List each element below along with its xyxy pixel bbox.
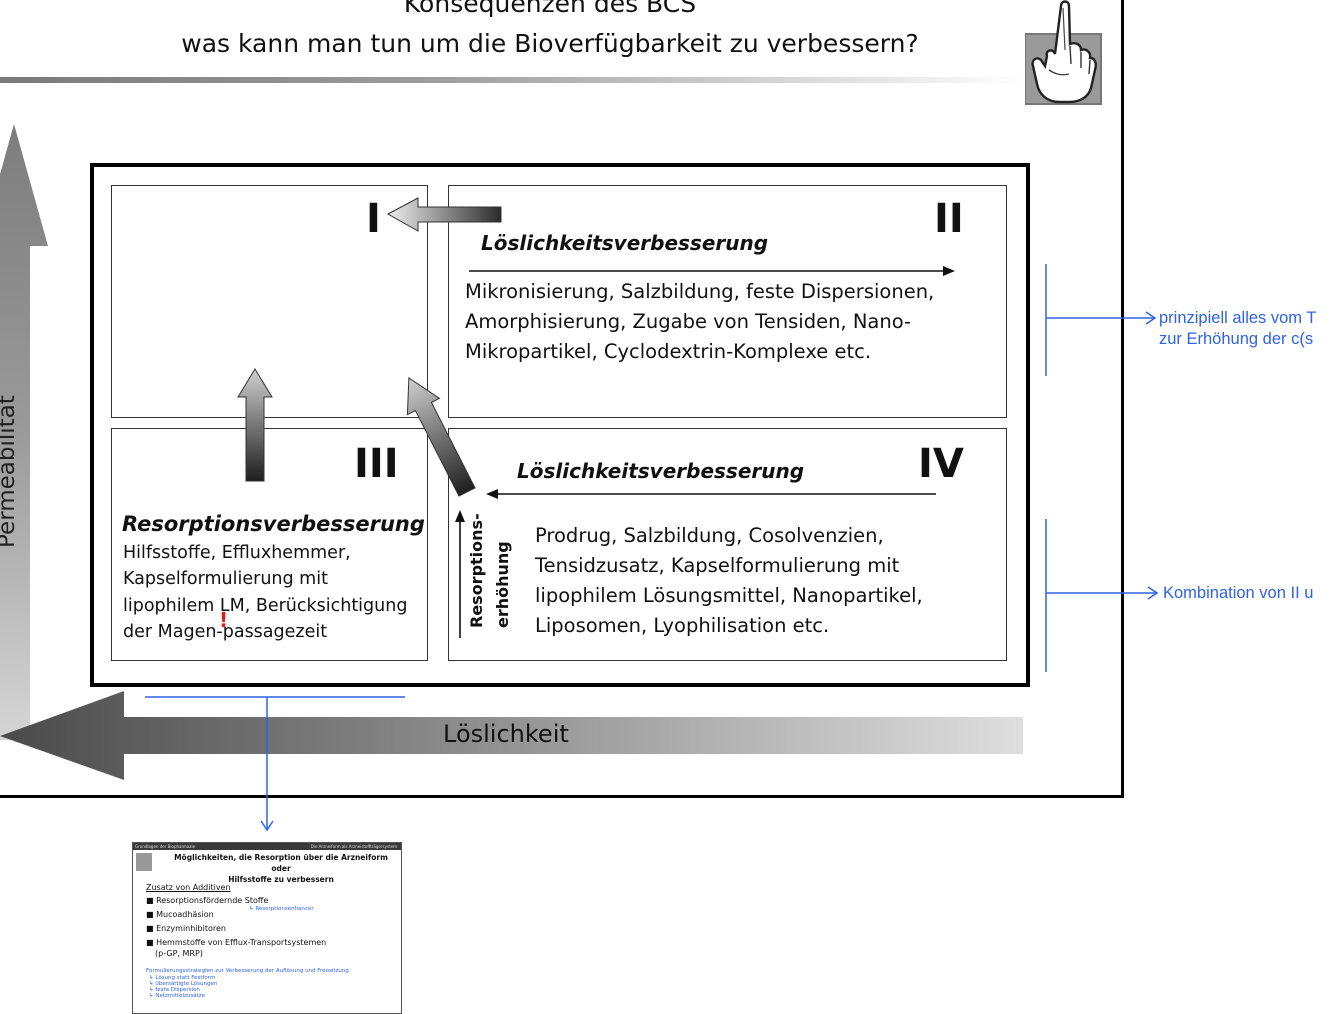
thumbnail-blue-item-2: ↳ übersättigte Lösungen bbox=[149, 981, 218, 987]
class-3-cell bbox=[111, 428, 428, 661]
thumbnail-blue-heading: Formulierungsstrategien zur Verbesserung… bbox=[146, 968, 349, 974]
title-underline bbox=[0, 77, 1030, 83]
arrow-class4-to-class1 bbox=[406, 377, 476, 497]
class-2-line-1: Mikronisierung, Salzbildung, feste Dispe… bbox=[465, 280, 935, 303]
thumbnail-item-3: ■ Enzyminhibitoren bbox=[146, 924, 226, 933]
class-1-numeral: I bbox=[366, 196, 381, 242]
thumbnail-blue-item-4: ↳ Netzmittelzusätze bbox=[149, 993, 206, 999]
thumbnail-item-5: (p-GP, MRP) bbox=[155, 949, 203, 958]
class-4-numeral: IV bbox=[918, 441, 964, 487]
class-2-line-3: Mikropartikel, Cyclodextrin-Komplexe etc… bbox=[465, 340, 872, 363]
thumbnail-item-4: ■ Hemmstoffe von Efflux-Transportsysteme… bbox=[146, 938, 327, 947]
arrow-class3-to-class1 bbox=[237, 368, 273, 482]
class-2-heading: Löslichkeitsverbesserung bbox=[481, 231, 769, 255]
thumbnail-hand-icon bbox=[136, 853, 152, 871]
annotation-note-1-line-1: prinzipiell alles vom T bbox=[1159, 309, 1317, 327]
linked-slide-thumbnail[interactable]: Grundlagen der Biopharmazie Die Arzneifo… bbox=[132, 842, 402, 1014]
class-2-numeral: II bbox=[934, 196, 964, 242]
class-1-cell bbox=[111, 185, 428, 418]
thumbnail-header-bar: Grundlagen der Biopharmazie Die Arzneifo… bbox=[133, 843, 401, 850]
bcs-matrix-box bbox=[90, 163, 1030, 687]
annotation-note-2: Kombination von II u bbox=[1163, 584, 1314, 602]
class-4-arrow-up bbox=[455, 510, 465, 638]
class-3-line-1: Hilfsstoffe, Effluxhemmer, bbox=[123, 543, 351, 563]
red-exclamation-mark: ! bbox=[219, 608, 229, 632]
class-4-heading: Löslichkeitsverbesserung bbox=[517, 459, 805, 483]
class-4-line-1: Prodrug, Salzbildung, Cosolvenzien, bbox=[535, 524, 884, 547]
thumbnail-item-1: ■ Resorptionsfördernde Stoffe bbox=[146, 896, 269, 905]
thumbnail-section: Zusatz von Additiven bbox=[146, 883, 231, 892]
class-2-arrow-right bbox=[469, 266, 955, 276]
solubility-label: Löslichkeit bbox=[443, 720, 569, 748]
slide-title-line2: was kann man tun um die Bioverfügbarkeit… bbox=[181, 29, 919, 58]
thumbnail-title-line-1: Möglichkeiten, die Resorption über die A… bbox=[174, 853, 388, 873]
solubility-axis-arrow bbox=[0, 691, 1023, 780]
class-4-arrow-left bbox=[486, 489, 936, 499]
annotation-note-1-line-2: zur Erhöhung der c(s bbox=[1159, 330, 1314, 348]
arrow-class2-to-class1 bbox=[386, 197, 502, 232]
class-3-line-2: Kapselformulierung mit bbox=[123, 569, 328, 589]
thumbnail-header-right: Die Arzneiform als Arzneistoffträgersyst… bbox=[310, 844, 397, 849]
class-3-numeral: III bbox=[354, 441, 399, 487]
thumbnail-header-left: Grundlagen der Biopharmazie bbox=[135, 844, 196, 849]
class-4-line-3: lipophilem Lösungsmittel, Nanopartikel, bbox=[535, 584, 923, 607]
thumbnail-blue-item-1: ↳ Lösung statt Festform bbox=[149, 975, 216, 981]
class-2-cell bbox=[448, 185, 1007, 418]
thumbnail-item-2: ■ Mucoadhäsion bbox=[146, 910, 214, 919]
class-3-line-4: der Magen-passagezeit bbox=[123, 622, 328, 642]
class-2-line-2: Amorphisierung, Zugabe von Tensiden, Nan… bbox=[465, 310, 912, 333]
slide-title-line1: Konsequenzen des BCS bbox=[403, 0, 697, 18]
slide-frame bbox=[0, 0, 1124, 798]
class-3-line-3: lipophilem LM, Berücksichtigung bbox=[123, 596, 408, 616]
permeability-axis-arrow bbox=[0, 124, 48, 740]
thumbnail-title: Möglichkeiten, die Resorption über die A… bbox=[169, 852, 393, 885]
class-4-line-2: Tensidzusatz, Kapselformulierung mit bbox=[535, 554, 900, 577]
class-4-line-4: Liposomen, Lyophilisation etc. bbox=[535, 614, 830, 637]
thumbnail-title-line-2: Hilfsstoffe zu verbessern bbox=[228, 875, 334, 884]
thumbnail-item-1-note: ↳ Resorptionsenhancer bbox=[249, 906, 314, 912]
class-3-heading: Resorptionsverbesserung bbox=[122, 512, 425, 536]
class-4-cell bbox=[448, 428, 1007, 661]
pointing-hand-icon bbox=[1024, 0, 1103, 106]
thumbnail-blue-item-3: ↳ feste Dispersion bbox=[149, 987, 200, 993]
